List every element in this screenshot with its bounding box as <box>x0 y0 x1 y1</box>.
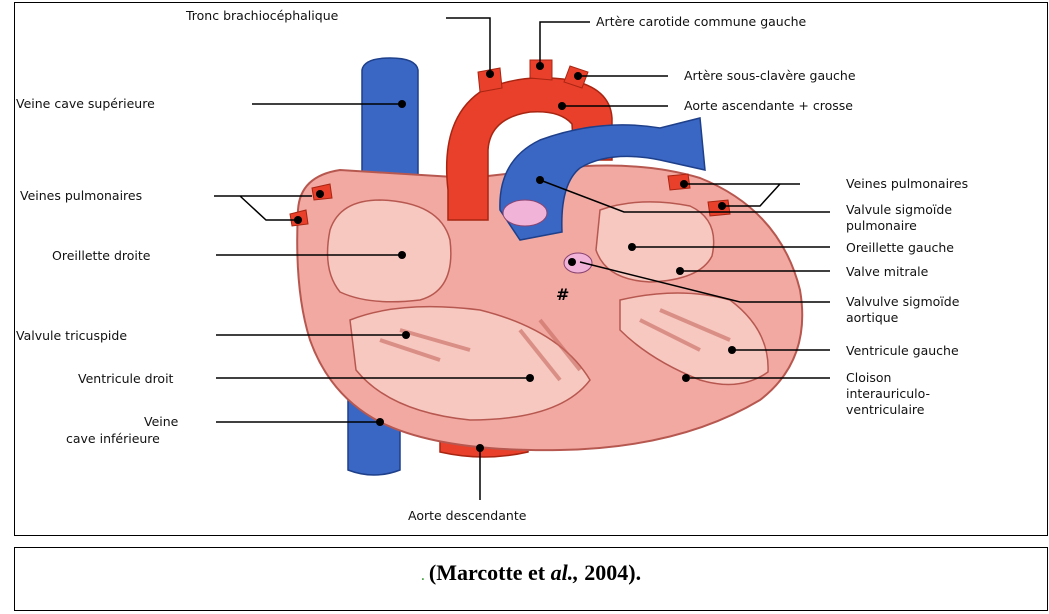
figure-caption: .(Marcotte et al., 2004). <box>15 560 1047 586</box>
label-ventricule-gauche: Ventricule gauche <box>846 343 959 358</box>
label-tronc-brachiocephalique: Tronc brachiocéphalique <box>185 8 339 23</box>
hash-mark: # <box>556 285 569 304</box>
label-valvule-sigmoide-aort-1: Valvulve sigmoïde <box>846 294 960 309</box>
label-ventricule-droit: Ventricule droit <box>78 371 174 386</box>
label-veine-cave-superieure: Veine cave supérieure <box>16 96 155 111</box>
label-sous-claviere-gauche: Artère sous-clavère gauche <box>684 68 856 83</box>
caption-text-pre: (Marcotte et <box>429 560 551 585</box>
label-veines-pulmonaires-left: Veines pulmonaires <box>20 188 142 203</box>
label-cloison-1: Cloison <box>846 370 891 385</box>
label-valvule-sigmoide-pulm-2: pulmonaire <box>846 218 917 233</box>
caption-box: .(Marcotte et al., 2004). <box>14 547 1048 611</box>
label-cloison-3: ventriculaire <box>846 402 925 417</box>
label-cloison-2: interauriculo- <box>846 386 930 401</box>
label-valvule-sigmoide-pulm-1: Valvule sigmoïde <box>846 202 952 217</box>
heart-diagram: Tronc brachiocéphalique Artère carotide … <box>0 0 1049 540</box>
label-oreillette-gauche: Oreillette gauche <box>846 240 954 255</box>
label-valvule-sigmoide-aort-2: aortique <box>846 310 899 325</box>
pulmonary-valve <box>503 200 547 226</box>
caption-text-post: 2004). <box>579 560 641 585</box>
label-veine-cave-inf-2: cave inférieure <box>66 431 160 446</box>
right-atrium-chamber <box>328 200 451 302</box>
label-aorte-descendante: Aorte descendante <box>408 508 527 523</box>
label-valve-mitrale: Valve mitrale <box>846 264 929 279</box>
label-oreillette-droite: Oreillette droite <box>52 248 151 263</box>
caption-text-italic: al., <box>551 560 579 585</box>
label-veines-pulmonaires-right: Veines pulmonaires <box>846 176 968 191</box>
caption-dot: . <box>421 567 425 584</box>
label-valvule-tricuspide: Valvule tricuspide <box>16 328 127 343</box>
label-aorte-ascendante: Aorte ascendante + crosse <box>684 98 853 113</box>
label-carotide-commune-gauche: Artère carotide commune gauche <box>596 14 807 29</box>
label-veine-cave-inf-1: Veine <box>144 414 179 429</box>
